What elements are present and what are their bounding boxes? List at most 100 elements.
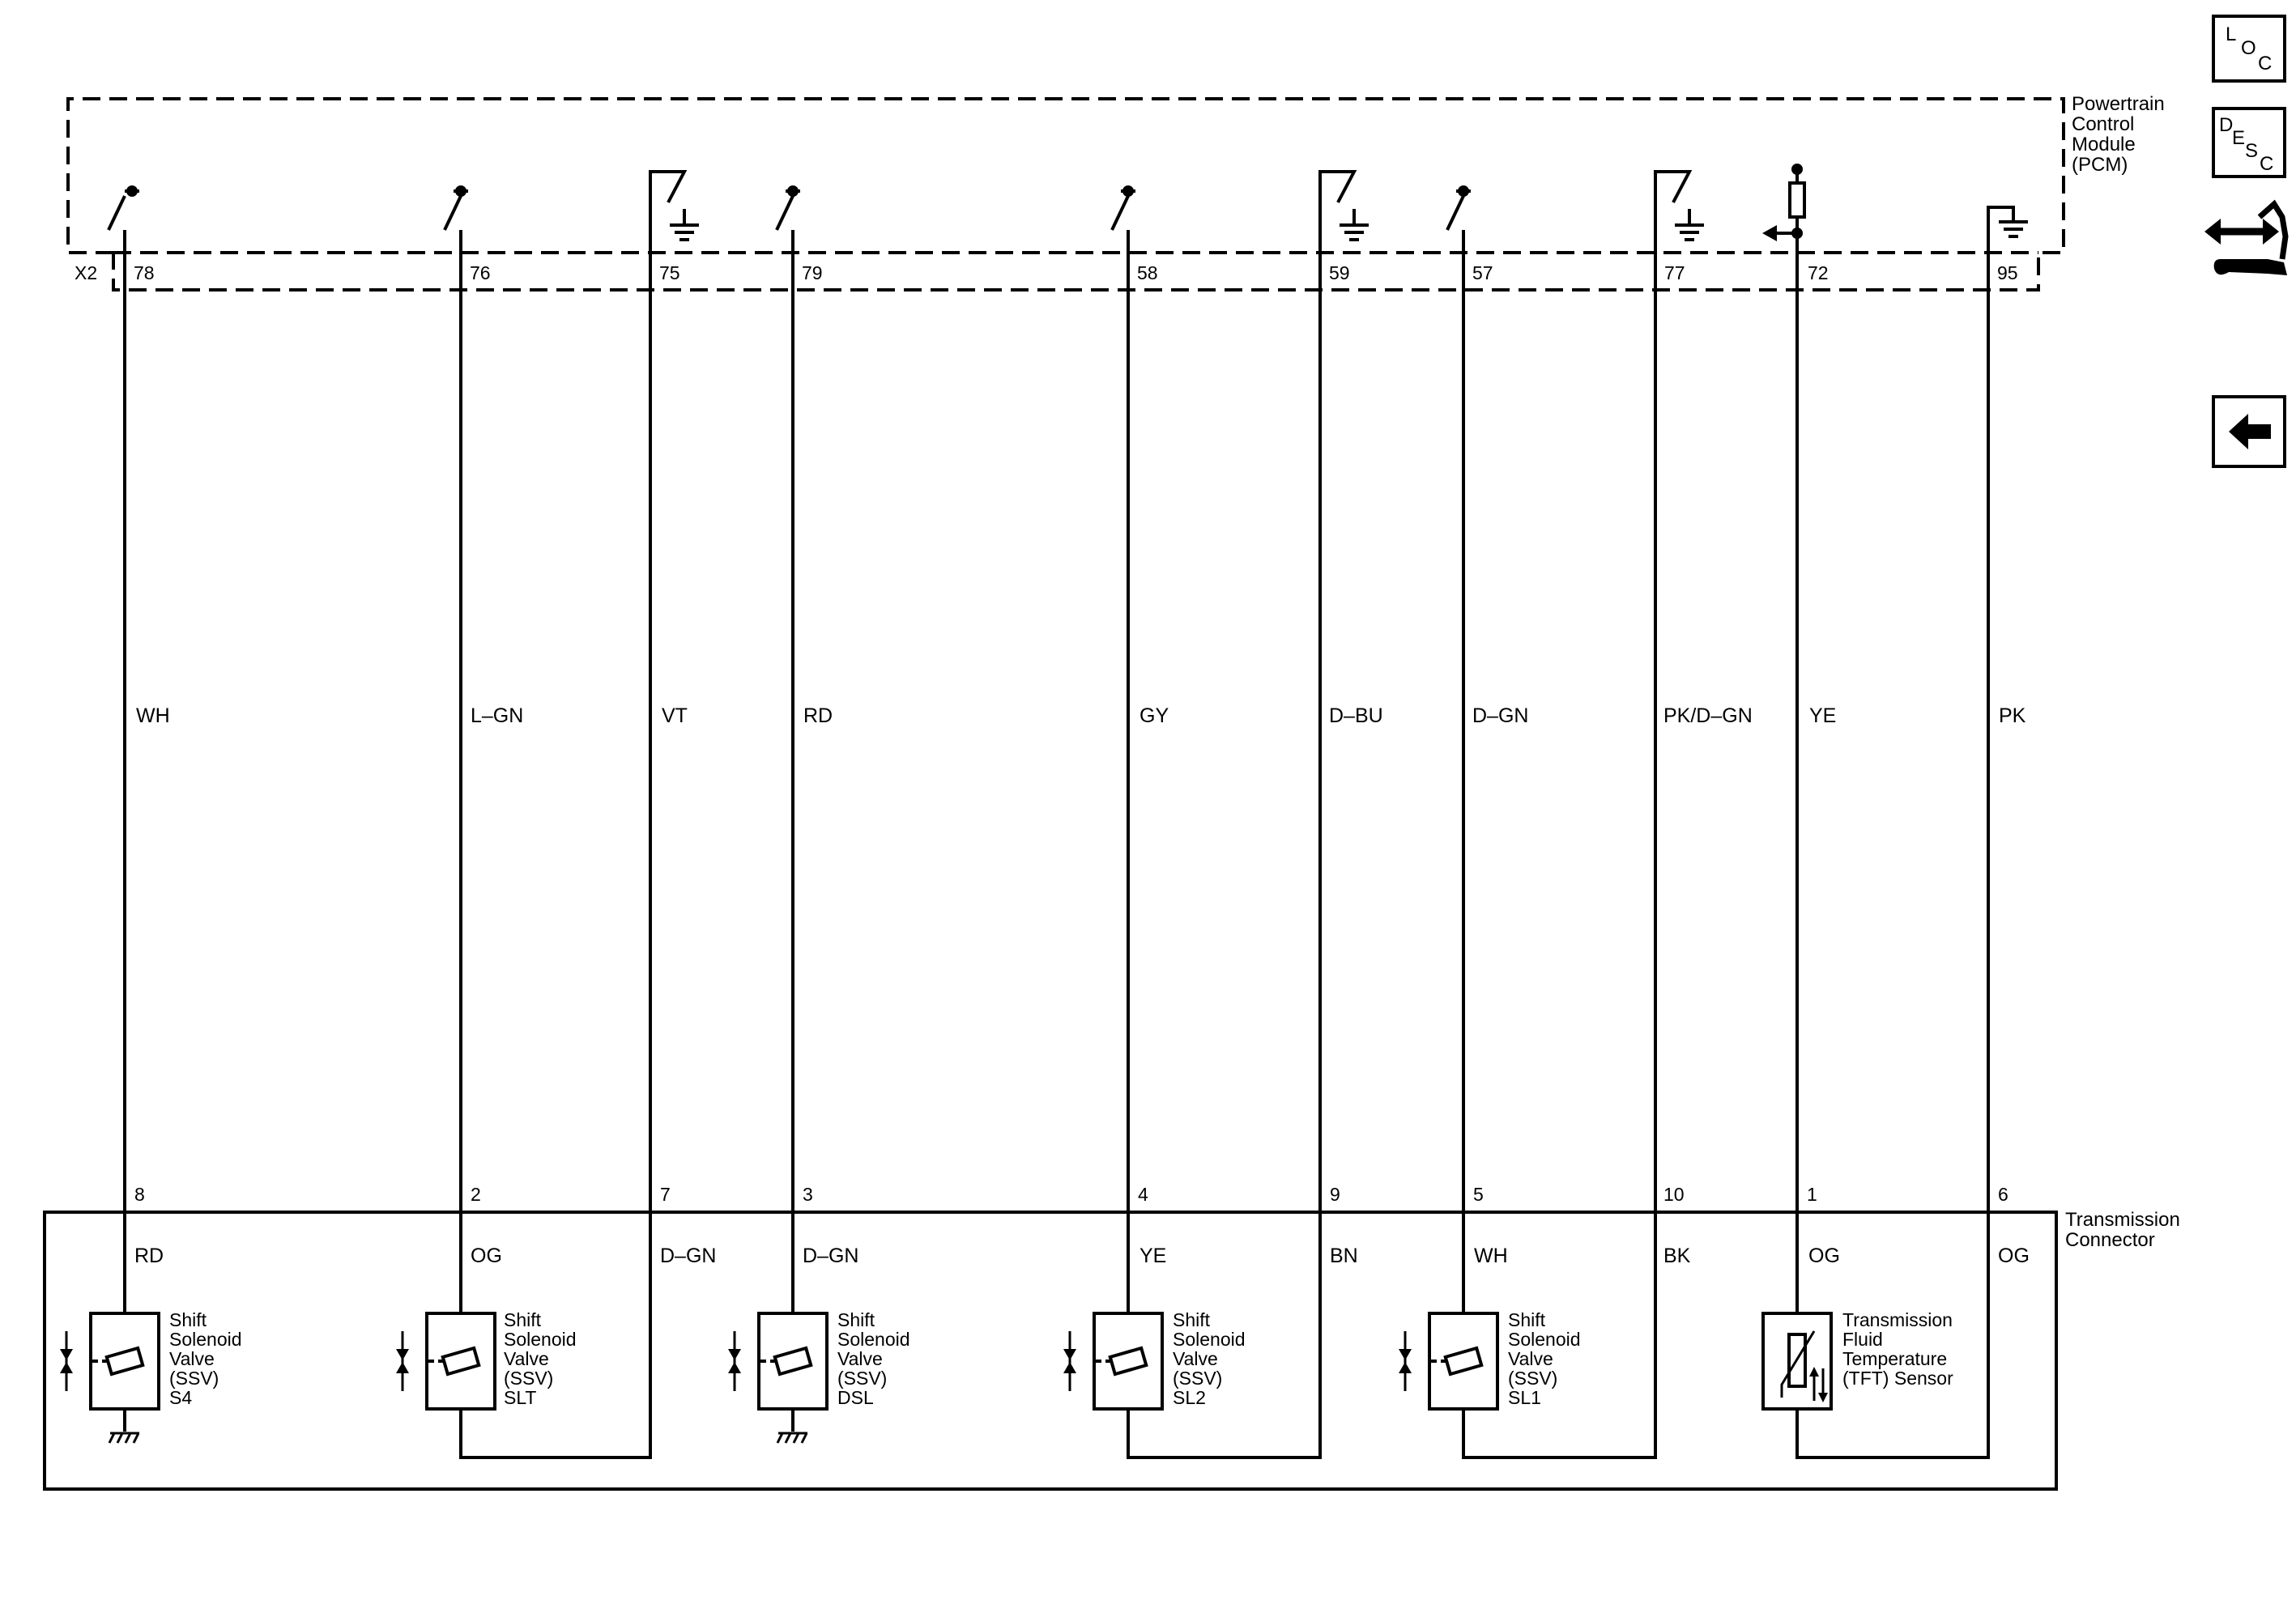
description-icon (2212, 107, 2286, 178)
component-label-line: Shift (1173, 1309, 1211, 1330)
pcm-pin-number: 77 (1664, 262, 1685, 283)
component-label-line: SL2 (1173, 1387, 1206, 1408)
pcm-pin-number: 72 (1808, 262, 1829, 283)
wire-color: L–GN (471, 704, 523, 727)
solenoid-symbol (728, 1312, 829, 1411)
description-button[interactable]: D E S C (2212, 107, 2286, 178)
internal-wire-color: WH (1474, 1245, 1508, 1267)
pcm-pin-number: 75 (659, 262, 680, 283)
component-label-line: Shift (1508, 1309, 1546, 1330)
connector-repair-button[interactable] (2204, 199, 2289, 275)
sensor-pullup (1762, 164, 1806, 253)
internal-color-labels: RD OG D–GN D–GN YE BN WH BK OG OG (134, 1245, 2030, 1267)
pcm-connector-id: X2 (75, 262, 97, 283)
return-ground (1987, 206, 2028, 253)
internal-wire-color: BN (1330, 1245, 1358, 1267)
component-label-line: (SSV) (837, 1368, 887, 1389)
pcm-pin-number: 79 (802, 262, 823, 283)
solenoid-symbol (1063, 1312, 1164, 1411)
component-label-line: Shift (504, 1309, 542, 1330)
wire-color: RD (803, 704, 833, 727)
pcm-pin-number: 78 (134, 262, 155, 283)
back-arrow-icon (2229, 414, 2271, 449)
location-icon-letter: C (2258, 53, 2272, 74)
component-label-line: (SSV) (169, 1368, 219, 1389)
component-label-line: (TFT) Sensor (1842, 1368, 1953, 1389)
component-label-line: Valve (504, 1348, 549, 1369)
case-ground (108, 1432, 140, 1444)
component-label-line: Valve (1508, 1348, 1553, 1369)
internal-wire-color: OG (471, 1245, 502, 1267)
wire-color: YE (1809, 704, 1836, 727)
trans-pin-number: 3 (803, 1184, 813, 1205)
location-icon (2212, 15, 2286, 83)
trans-pin-number: 6 (1998, 1184, 2008, 1205)
solenoid-symbol (1399, 1312, 1499, 1411)
location-icon-letter: L (2226, 23, 2236, 45)
pcm-pin-number: 58 (1137, 262, 1158, 283)
component-label-line: Solenoid (169, 1329, 242, 1350)
wire-color: D–BU (1329, 704, 1383, 727)
wire-color: GY (1139, 704, 1169, 727)
component-label-line: Solenoid (504, 1329, 577, 1350)
component-label-line: SL1 (1508, 1387, 1541, 1408)
transmission-connector-label-line-1: Transmission (2065, 1209, 2180, 1231)
pcm-pin-number: 76 (470, 262, 491, 283)
connector-repair-icon (2204, 199, 2289, 275)
pcm-pin-labels: 78 76 75 79 58 59 57 77 72 95 (134, 262, 2018, 283)
wire-color: VT (662, 704, 688, 727)
trans-pin-number: 10 (1663, 1184, 1685, 1205)
trans-pin-number: 2 (471, 1184, 481, 1205)
trans-pin-number: 4 (1138, 1184, 1148, 1205)
back-button[interactable] (2212, 395, 2286, 468)
solenoid-symbol (60, 1312, 160, 1411)
driver-switch (443, 185, 468, 253)
pcm-module: Powertrain Control Module (PCM) X2 (66, 93, 2165, 291)
pcm-label-line-3: Module (2072, 134, 2136, 155)
wire-color: PK/D–GN (1663, 704, 1753, 727)
location-button[interactable]: L O C (2212, 15, 2286, 83)
component-label-line: Solenoid (1508, 1329, 1581, 1350)
component-label-line: Fluid (1842, 1329, 1883, 1350)
wire-color: PK (1999, 704, 2026, 727)
internal-wire-color: OG (1808, 1245, 1840, 1267)
internal-wire-color: BK (1663, 1245, 1691, 1267)
return-ground (1318, 170, 1369, 253)
component-label-line: S4 (169, 1387, 192, 1408)
pcm-label-line-4: (PCM) (2072, 154, 2128, 176)
component-label-line: Shift (169, 1309, 207, 1330)
trans-pin-number: 1 (1807, 1184, 1817, 1205)
trans-pin-number: 7 (660, 1184, 671, 1205)
component-label-line: SLT (504, 1387, 536, 1408)
transmission-connector-label-line-2: Connector (2065, 1229, 2155, 1251)
trans-pin-number: 8 (134, 1184, 145, 1205)
transmission-connector: Transmission Connector (43, 1209, 2180, 1491)
trans-pin-number: 5 (1473, 1184, 1484, 1205)
return-ground (649, 170, 699, 253)
pcm-label-line-2: Control (2072, 113, 2134, 135)
solenoid-symbol (396, 1312, 496, 1411)
driver-switch (1446, 185, 1471, 253)
wire-color: WH (136, 704, 170, 727)
pcm-pin-number: 95 (1997, 262, 2018, 283)
pcm-internals (107, 164, 2028, 253)
pcm-outline (66, 97, 2065, 291)
internal-wire-color: D–GN (660, 1245, 716, 1267)
pcm-pin-number: 57 (1472, 262, 1493, 283)
thermistor-symbol (1761, 1312, 1833, 1411)
trans-pin-labels: 8 2 7 3 4 9 5 10 1 6 (134, 1184, 2008, 1205)
driver-switch (775, 185, 800, 253)
internal-wire-color: OG (1998, 1245, 2030, 1267)
component-label-line: Valve (837, 1348, 883, 1369)
component-label-line: (SSV) (504, 1368, 553, 1389)
driver-switch (107, 185, 139, 253)
case-ground (776, 1432, 808, 1444)
transmission-connector-outline (43, 1211, 2058, 1491)
pcm-label-line-1: Powertrain (2072, 93, 2165, 115)
component-label-slt: Shift Solenoid Valve (SSV) SLT (504, 1309, 577, 1408)
component-label-line: (SSV) (1508, 1368, 1557, 1389)
component-label-line: Temperature (1842, 1348, 1947, 1369)
description-icon-letter: S (2245, 140, 2258, 162)
component-label-tft: Transmission Fluid Temperature (TFT) Sen… (1842, 1309, 1953, 1389)
